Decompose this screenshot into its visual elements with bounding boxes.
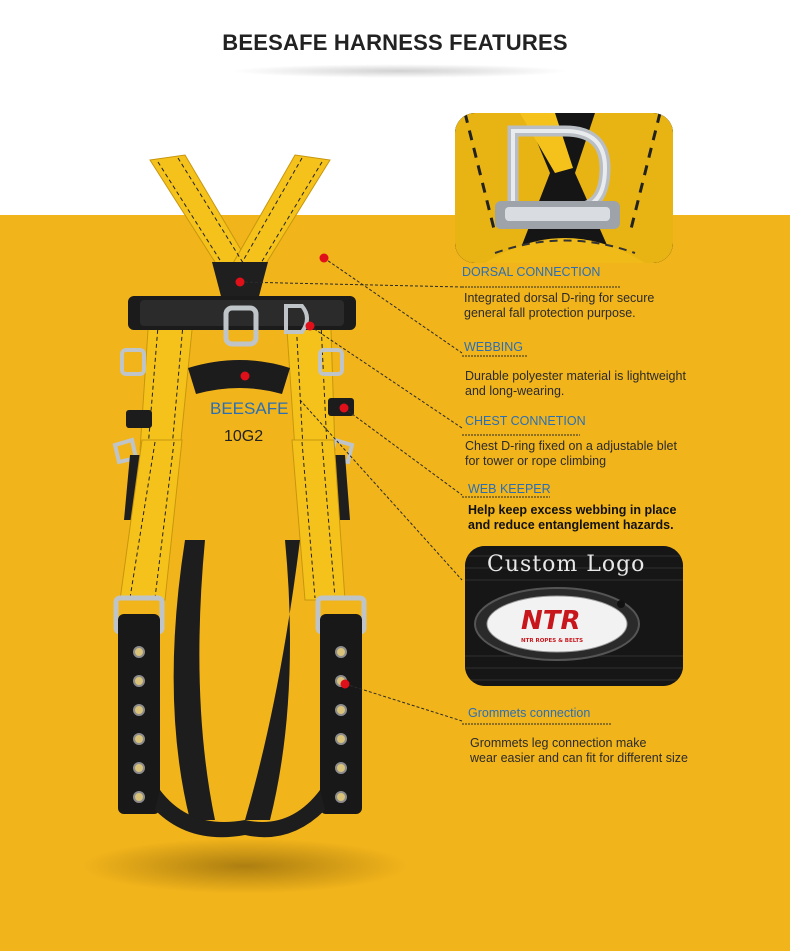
feature-desc-line: wear easier and can fit for different si… (470, 751, 688, 765)
marker-dorsal (235, 277, 245, 287)
feature-desc-grommets: Grommets leg connection make wear easier… (470, 736, 688, 766)
feature-title-webbing: WEBBING (464, 340, 524, 354)
feature-desc-line: general fall protection purpose. (464, 306, 636, 320)
marker-logo (240, 371, 250, 381)
harness-brand-label: BEESAFE (210, 399, 289, 418)
dorsal-d-ring-closeup-photo (455, 113, 673, 263)
callout-lines (239, 257, 463, 722)
feature-title-underlines (462, 286, 620, 725)
marker-chest (305, 321, 315, 331)
custom-logo-caption: Custom Logo (487, 552, 646, 577)
feature-desc-web-keeper: Help keep excess webbing in place and re… (468, 503, 676, 533)
ntr-badge-text: NTR (521, 606, 581, 636)
page-title: BEESAFE HARNESS FEATURES (222, 30, 568, 55)
harness-shadow (80, 838, 410, 894)
feature-title-grommets: Grommets connection (468, 706, 591, 720)
custom-logo-photo: Custom Logo NTR NTR ROPES & BELTS (465, 546, 683, 686)
marker-grommets (340, 679, 350, 689)
feature-desc-dorsal: Integrated dorsal D-ring for secure gene… (464, 291, 654, 321)
feature-desc-line: Durable polyester material is lightweigh… (465, 369, 686, 383)
feature-desc-webbing: Durable polyester material is lightweigh… (465, 369, 686, 399)
harness-model-label: 10G2 (224, 428, 264, 445)
feature-desc-line: Chest D-ring fixed on a adjustable blet (465, 439, 677, 453)
ntr-badge-subtext: NTR ROPES & BELTS (521, 638, 584, 644)
feature-desc-line: for tower or rope climbing (465, 454, 607, 468)
marker-web-keeper (339, 403, 349, 413)
feature-title-chest: CHEST CONNETION (465, 414, 586, 428)
feature-desc-line: Grommets leg connection make (470, 736, 647, 750)
feature-title-web-keeper: WEB KEEPER (468, 482, 551, 496)
title-shadow (230, 64, 570, 78)
feature-desc-line: and long-wearing. (465, 384, 565, 398)
feature-title-dorsal: DORSAL CONNECTION (462, 265, 601, 279)
marker-webbing (319, 253, 329, 263)
feature-desc-line: and reduce entanglement hazards. (468, 518, 674, 532)
feature-desc-line: Integrated dorsal D-ring for secure (464, 291, 655, 305)
harness-body (112, 154, 367, 838)
feature-desc-chest: Chest D-ring fixed on a adjustable blet … (465, 439, 677, 469)
feature-markers (235, 253, 350, 689)
feature-desc-line: Help keep excess webbing in place (468, 503, 677, 517)
